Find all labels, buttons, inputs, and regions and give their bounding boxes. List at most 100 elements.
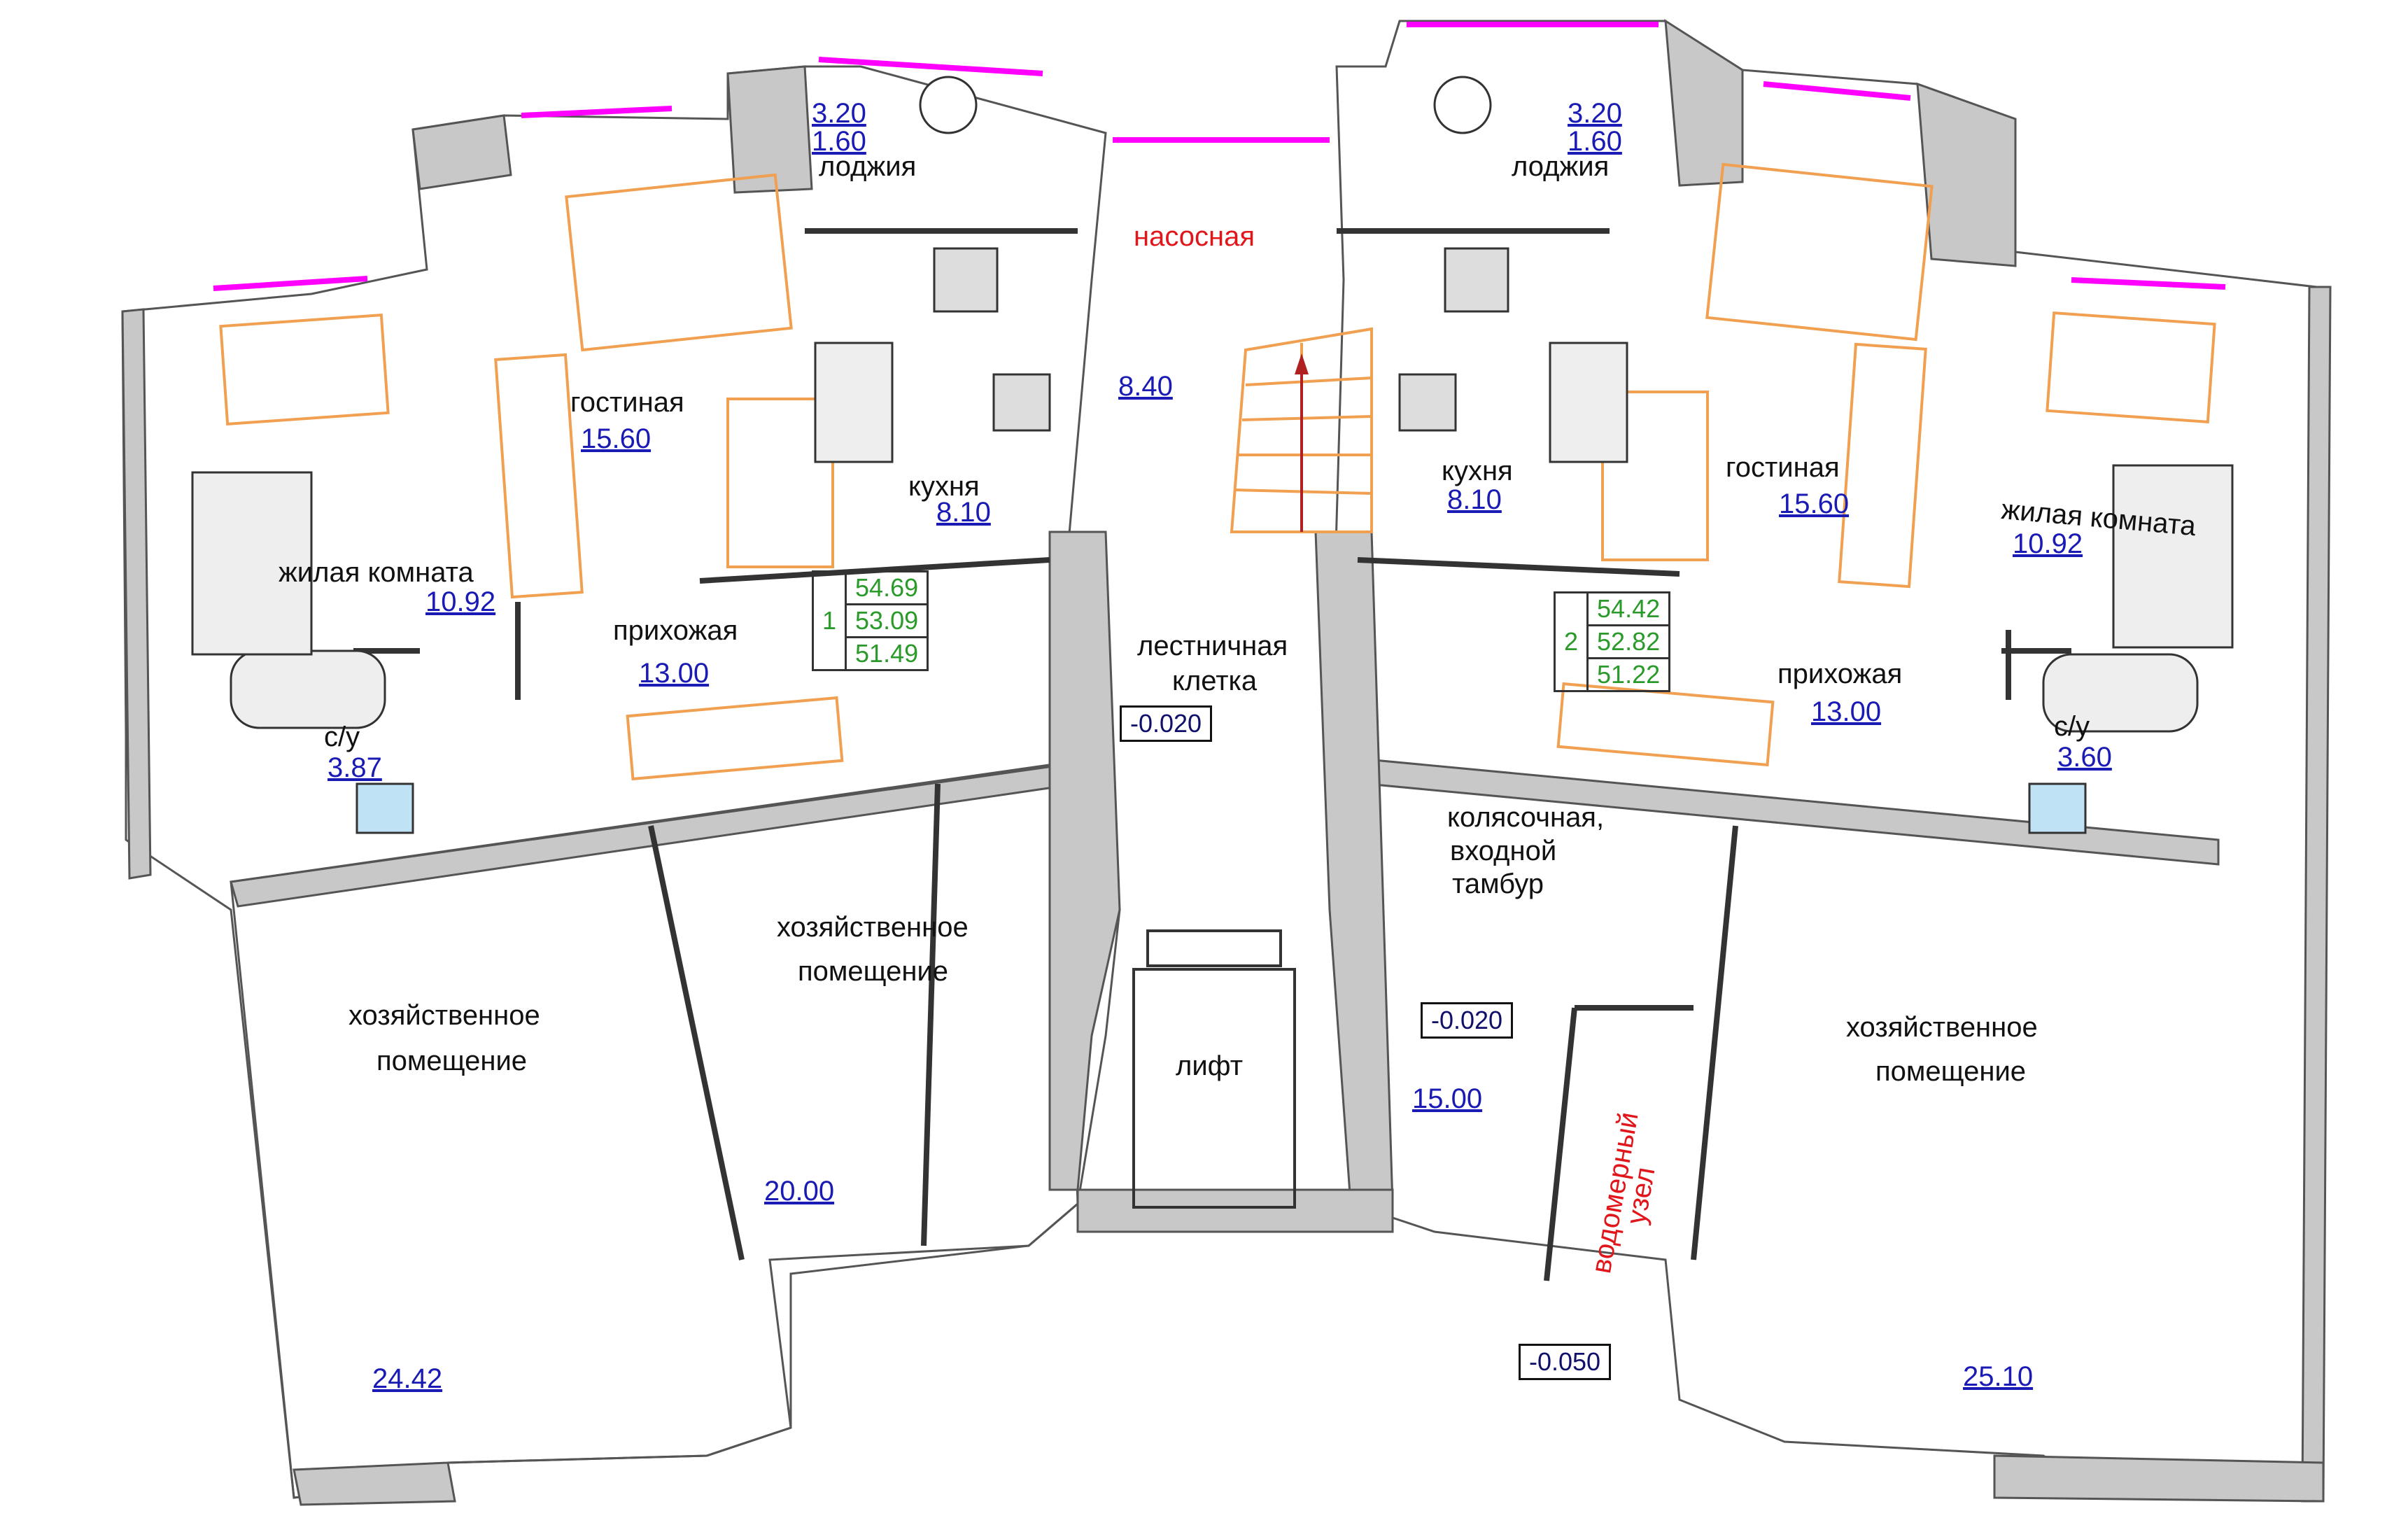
room-area-hall-left: 13.00 [639, 658, 710, 689]
sink-left [992, 373, 1051, 432]
loggia-table-left [919, 76, 978, 134]
wall-bottom-left [293, 1461, 456, 1506]
vestibule-name-2: входной [1450, 836, 1557, 866]
wall-right-side [2301, 286, 2332, 1503]
room-name-lounge-right: гостиная [1726, 452, 1840, 483]
kitchen-fixtures [191, 76, 2234, 834]
window-3 [818, 57, 1043, 76]
room-area-kitchen-left: 8.10 [936, 497, 991, 528]
vestibule-level: -0.020 [1421, 1002, 1514, 1039]
utility-right-outer-name-1: хозяйственное [1846, 1012, 2038, 1043]
bed-right [1705, 162, 1934, 342]
wall-left-top2 [726, 65, 813, 194]
desk-right-1 [2046, 311, 2216, 423]
washer-right [2028, 782, 2087, 834]
bed-single-left [191, 471, 313, 656]
room-area-bathroom-right: 3.60 [2057, 742, 2112, 773]
wall-left-side [121, 308, 152, 880]
room-name-lounge-left: гостиная [570, 387, 684, 418]
room-name-pump: насосная [1134, 221, 1255, 252]
apartment-v2-right: 52.82 [1586, 624, 1671, 659]
stairwell-level: -0.020 [1120, 705, 1213, 742]
utility-left-outer-name-1: хозяйственное [348, 1000, 540, 1031]
utility-right-outer-name-2: помещение [1875, 1056, 2027, 1087]
room-name-kitchen-left: кухня [908, 471, 980, 502]
window-2 [521, 106, 673, 118]
entrance-level: -0.050 [1519, 1344, 1612, 1380]
utility-left-inner-name-2: помещение [798, 956, 949, 987]
bathtub-left [230, 649, 386, 729]
table-right [1549, 342, 1628, 463]
loggia-dim1-left: 3.20 [812, 98, 866, 129]
closet-right [1838, 342, 1927, 589]
apartment-number-left: 1 [811, 570, 847, 671]
wall-lift-bottom [1076, 1188, 1394, 1233]
bathtub-right [2042, 653, 2199, 733]
bed-left [565, 173, 793, 352]
apartment-v1-right: 54.42 [1586, 591, 1671, 626]
wall-center-left [1048, 530, 1121, 1191]
room-area-bathroom-left: 3.87 [328, 752, 382, 783]
room-area-living-right: 10.92 [2013, 528, 2083, 559]
utility-left-inner-area: 20.00 [764, 1176, 835, 1207]
furniture [219, 162, 2216, 781]
stairwell-name-2: клетка [1172, 666, 1258, 696]
wall-right-top2 [1916, 82, 2017, 267]
utility-right-outer-area: 25.10 [1963, 1361, 2034, 1392]
stove-left [933, 247, 999, 313]
vestibule-name-3: тамбур [1452, 869, 1544, 899]
loggia-table-right [1433, 76, 1492, 134]
wall-center-right [1314, 530, 1394, 1205]
apartment-v3-right: 51.22 [1586, 657, 1671, 692]
wall-right-outer [1328, 20, 2318, 1499]
loggia-dim2-left: 1.60 [812, 126, 866, 157]
lift-name: лифт [1176, 1050, 1244, 1081]
wardrobe-left [626, 696, 844, 781]
room-name-kitchen-right: кухня [1442, 456, 1513, 486]
wardrobe-right [1556, 682, 1775, 767]
window-6 [1763, 81, 1911, 101]
room-name-bathroom-left: с/у [324, 722, 360, 752]
room-area-hall-right: 13.00 [1811, 696, 1882, 727]
utility-left-outer-area: 24.42 [372, 1363, 443, 1394]
desk-left-2 [726, 398, 834, 568]
apartment-number-right: 2 [1553, 591, 1589, 692]
stairwell-name-1: лестничная [1137, 631, 1288, 661]
room-area-living-left: 10.92 [425, 586, 496, 617]
lift-shaft [1132, 929, 1296, 1209]
room-area-lounge-left: 15.60 [581, 423, 652, 454]
room-name-bathroom-right: с/у [2054, 711, 2090, 742]
washer-left [355, 782, 414, 834]
apartment-v2-left: 53.09 [845, 603, 929, 638]
room-name-living-left: жилая комната [279, 557, 474, 588]
utility-left-inner-name-1: хозяйственное [777, 912, 969, 943]
apartment-v3-left: 51.49 [845, 636, 929, 671]
room-name-loggia-right: лоджия [1512, 151, 1610, 182]
room-name-loggia-left: лоджия [819, 151, 917, 182]
sink-right [1398, 373, 1457, 432]
table-left [814, 342, 894, 463]
stove-right [1444, 247, 1509, 313]
room-name-hall-right: прихожая [1777, 659, 1903, 689]
loggia-dim2-right: 1.60 [1568, 126, 1622, 157]
room-area-pump: 8.40 [1118, 371, 1173, 402]
desk-left-1 [219, 314, 390, 426]
wall-left-top [411, 114, 512, 190]
stairs [1230, 327, 1373, 533]
wall-bottom-right [1993, 1454, 2325, 1503]
apartment-v1-left: 54.69 [845, 570, 929, 605]
window-7 [2071, 277, 2226, 290]
bed-single-right [2112, 464, 2234, 649]
room-name-hall-left: прихожая [613, 615, 738, 646]
loggia-dim1-right: 3.20 [1568, 98, 1622, 129]
desk-right-2 [1601, 391, 1709, 561]
wall-right-top [1664, 19, 1744, 187]
closet-left [494, 353, 584, 599]
room-area-kitchen-right: 8.10 [1447, 484, 1502, 515]
room-area-lounge-right: 15.60 [1779, 489, 1850, 519]
window-1 [213, 276, 368, 291]
windows [213, 22, 2226, 291]
